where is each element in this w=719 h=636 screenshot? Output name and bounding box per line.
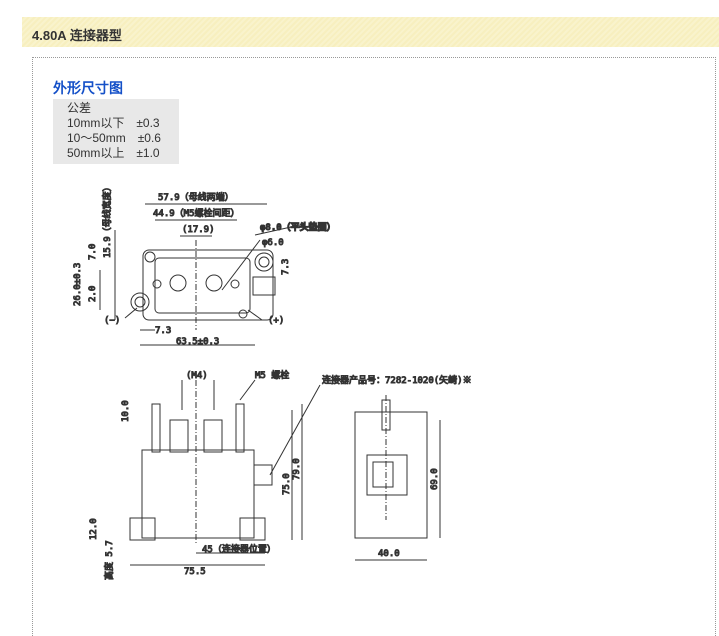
dim-7-0: 7.0 xyxy=(88,244,98,260)
front-view: (M4) M5 螺栓 连接器产品号：7282-1020(矢崎)※ 10.0 75… xyxy=(89,369,473,581)
tolerance-row: 50mm以上 ±1.0 xyxy=(67,146,160,160)
dim-15-9: 15.9（母线宽度） xyxy=(101,182,113,258)
dim-26-0: 26.0±0.3 xyxy=(73,263,83,306)
top-view: 57.9（母线两端） 44.9（M5螺栓间距） (17.9) φ8.0（平头垫圈… xyxy=(73,182,337,348)
dim-7-3-right: 7.3 xyxy=(281,259,291,275)
tolerance-label: 公差 xyxy=(67,101,92,115)
dim-79-0: 79.0 xyxy=(292,458,302,480)
dim-40-0: 40.0 xyxy=(378,549,400,559)
dim-57-9: 57.9（母线两端） xyxy=(158,191,234,203)
dim-75-5: 75.5 xyxy=(184,567,206,577)
section-header: 4.80A 连接器型 xyxy=(22,17,719,47)
dim-12-0: 12.0 xyxy=(89,518,99,540)
tolerance-table: 公差 10mm以下 ±0.3 10～50mm ±0.6 50mm以上 ±1.0 xyxy=(53,99,179,164)
m5-bolt-label: M5 螺栓 xyxy=(255,369,289,381)
connector-part-label: 连接器产品号：7282-1020(矢崎)※ xyxy=(322,374,472,386)
dim-phi-6: φ6.0 xyxy=(262,238,284,248)
dim-69-0: 69.0 xyxy=(430,468,440,490)
side-view: 69.0 40.0 xyxy=(354,395,441,561)
minus-terminal-label: (−) xyxy=(104,316,120,326)
content-panel xyxy=(32,57,716,636)
dim-phi-8: φ8.0（平头垫圈） xyxy=(260,221,336,233)
tolerance-row: 10mm以下 ±0.3 xyxy=(67,116,160,130)
dim-10-0: 10.0 xyxy=(121,400,131,422)
dimension-title: 外形尺寸图 xyxy=(53,80,123,96)
dim-44-9: 44.9（M5螺栓间距） xyxy=(153,207,240,219)
m4-label: (M4) xyxy=(186,371,208,381)
dim-7-3-bottom: 7.3 xyxy=(155,326,171,336)
dim-75-0: 75.0 xyxy=(282,473,292,495)
dim-63-5: 63.5±0.3 xyxy=(176,337,219,347)
section-header-title: 4.80A 连接器型 xyxy=(32,28,122,43)
dim-45: 45（连接器位置） xyxy=(202,543,276,555)
tolerance-row: 10～50mm ±0.6 xyxy=(67,131,161,145)
dim-2-0: 2.0 xyxy=(88,286,98,302)
plus-terminal-label: (+) xyxy=(268,316,284,326)
dim-17-9: (17.9) xyxy=(182,225,215,235)
dim-height-5-7: 高度 5.7 xyxy=(103,540,115,580)
